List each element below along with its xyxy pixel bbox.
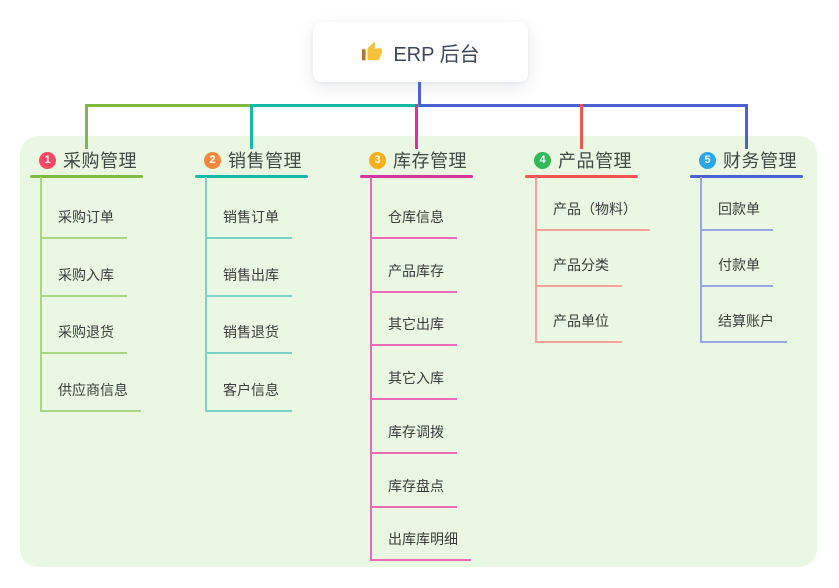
branch-1-number-badge: 1: [39, 152, 56, 169]
branch-5-child-1[interactable]: 回款单: [700, 202, 773, 231]
branch-1-child-2[interactable]: 采购入库: [40, 268, 127, 297]
connector-drop-branch-1: [85, 104, 88, 149]
connector-drop-branch-4: [580, 104, 583, 149]
branch-3-child-1[interactable]: 仓库信息: [370, 210, 457, 239]
branch-1-child-1[interactable]: 采购订单: [40, 210, 127, 239]
branch-4-child-line: [535, 177, 537, 343]
branch-3-child-3[interactable]: 其它出库: [370, 317, 457, 346]
branch-3-child-2[interactable]: 产品库存: [370, 264, 457, 293]
branches-panel: [20, 136, 817, 567]
branch-5-title[interactable]: 财务管理: [723, 151, 797, 171]
branch-5-number-badge: 5: [699, 152, 716, 169]
branch-2-child-1[interactable]: 销售订单: [205, 210, 292, 239]
branch-3-child-5[interactable]: 库存调拨: [370, 425, 457, 454]
thumbs-up-icon: [362, 41, 383, 61]
branch-4-child-2[interactable]: 产品分类: [535, 258, 622, 287]
connector-drop-branch-2: [250, 104, 253, 149]
branch-3-child-7[interactable]: 出库库明细: [370, 532, 471, 561]
branch-5-underline: [690, 175, 803, 178]
branch-4-child-1[interactable]: 产品（物料）: [535, 202, 650, 231]
branch-5-child-3[interactable]: 结算账户: [700, 314, 787, 343]
branch-2-child-4[interactable]: 客户信息: [205, 383, 292, 412]
branch-2-child-3[interactable]: 销售退货: [205, 325, 292, 354]
branch-1-child-4[interactable]: 供应商信息: [40, 383, 141, 412]
branch-4-underline: [525, 175, 638, 178]
connector-drop-branch-3: [415, 104, 418, 149]
connector-root-stem: [418, 82, 421, 107]
root-node[interactable]: ERP 后台: [313, 22, 528, 82]
branch-2-number-badge: 2: [204, 152, 221, 169]
branch-4-title[interactable]: 产品管理: [558, 151, 632, 171]
branch-3-underline: [360, 175, 473, 178]
branch-2-underline: [195, 175, 308, 178]
branch-4-number-badge: 4: [534, 152, 551, 169]
branch-1-child-3[interactable]: 采购退货: [40, 325, 127, 354]
branch-2-child-2[interactable]: 销售出库: [205, 268, 292, 297]
connector-drop-branch-5: [745, 104, 748, 149]
branch-3-title[interactable]: 库存管理: [393, 151, 467, 171]
branch-1-underline: [30, 175, 143, 178]
branch-3-child-4[interactable]: 其它入库: [370, 371, 457, 400]
branch-3-number-badge: 3: [369, 152, 386, 169]
branch-5-child-2[interactable]: 付款单: [700, 258, 773, 287]
branch-3-child-line: [370, 177, 372, 561]
connector-rail-left: [85, 104, 252, 107]
branch-1-child-line: [40, 177, 42, 412]
connector-rail-mid: [250, 104, 419, 107]
branch-5-child-line: [700, 177, 702, 343]
branch-4-child-3[interactable]: 产品单位: [535, 314, 622, 343]
branch-1-title[interactable]: 采购管理: [63, 151, 137, 171]
branch-3-child-6[interactable]: 库存盘点: [370, 479, 457, 508]
branch-2-child-line: [205, 177, 207, 412]
branch-2-title[interactable]: 销售管理: [228, 151, 302, 171]
root-node-label: ERP 后台: [393, 43, 480, 66]
